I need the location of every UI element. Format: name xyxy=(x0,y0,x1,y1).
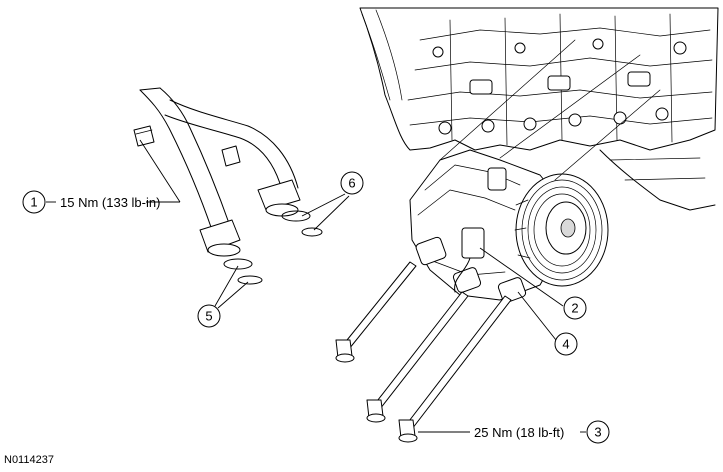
callout-4-circle xyxy=(554,332,578,356)
callout-4: 4 xyxy=(517,291,578,356)
callout-4-number: 4 xyxy=(562,337,569,352)
callout-5: 5 xyxy=(197,265,249,328)
callout-6: 6 xyxy=(301,171,364,231)
compressor-bolts xyxy=(335,261,512,443)
manifold-nut xyxy=(133,125,155,147)
callout-1-circle xyxy=(22,190,46,214)
callout-3-number: 3 xyxy=(594,425,601,440)
stud-nut xyxy=(221,145,241,167)
callout-3-circle xyxy=(586,420,610,444)
callout-5-number: 5 xyxy=(205,309,212,324)
callout-2-number: 2 xyxy=(571,301,578,316)
callout-6-circle xyxy=(340,171,364,195)
o-ring-seals-5 xyxy=(223,258,263,285)
compressor-bolt-a xyxy=(335,261,417,363)
callout-6-number: 6 xyxy=(348,176,355,191)
callout-1-number: 1 xyxy=(30,195,37,210)
discharge-line-fitting xyxy=(257,179,301,217)
compressor-bolt-c xyxy=(398,295,512,443)
callout-2-circle xyxy=(563,296,587,320)
figure-reference-code: N0114237 xyxy=(4,454,54,466)
callout-1-torque-spec: 15 Nm (133 lb-in) xyxy=(60,195,160,210)
callout-3: 3 25 Nm (18 lb-ft) xyxy=(418,420,610,444)
callout-3-torque-spec: 25 Nm (18 lb-ft) xyxy=(474,425,564,440)
callout-1: 1 15 Nm (133 lb-in) xyxy=(22,139,181,214)
suction-line-fitting xyxy=(199,219,241,257)
callout-5-circle xyxy=(197,304,221,328)
callout-2: 2 xyxy=(479,247,587,320)
o-ring-seals-6 xyxy=(281,210,323,237)
alignment-lines xyxy=(439,39,661,181)
ac-lines xyxy=(133,87,323,285)
compressor-bolt-b xyxy=(366,291,469,423)
ac-compressor xyxy=(409,149,609,303)
